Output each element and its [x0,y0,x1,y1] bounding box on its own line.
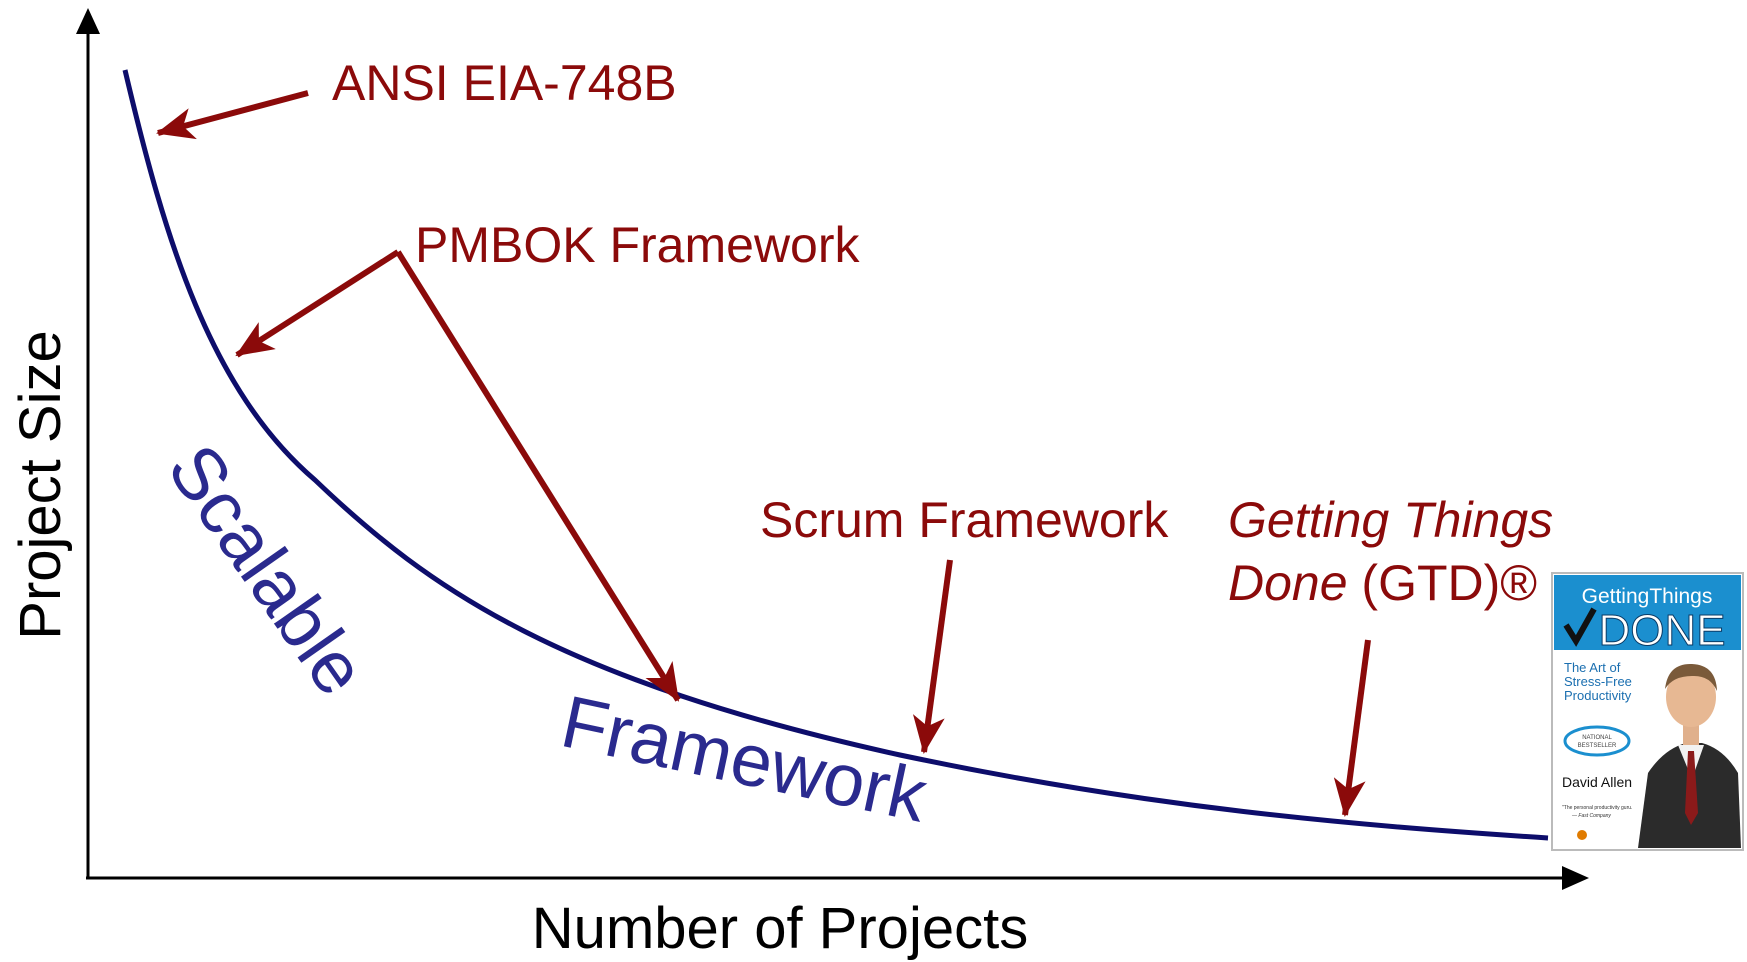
book-check-mark-icon [1563,607,1597,647]
annotation-gtd-line2: Done (GTD)® [1228,555,1537,611]
book-subtitle-3: Productivity [1564,688,1632,703]
annotation-gtd-line1: Getting Things [1228,492,1553,548]
book-quote-source: — Fast Company [1571,813,1611,819]
curve-word-scalable: Scalable [152,430,383,710]
arrow-ansi [156,90,309,140]
book-author: David Allen [1562,774,1632,790]
framework-curve [122,69,1549,841]
book-quote: "The personal productivity guru." [1562,805,1634,811]
annotation-scrum: Scrum Framework [760,492,1169,548]
annotation-pmbok: PMBOK Framework [415,217,861,273]
arrow-gtd [1333,639,1371,817]
book-subtitle-2: Stress-Free [1564,674,1632,689]
arrow-pmbok-1 [235,249,400,358]
annotation-gtd-rest: (GTD)® [1348,555,1538,611]
book-subtitle-1: The Art of [1564,660,1621,675]
book-badge-2: BESTSELLER [1578,743,1617,749]
book-badge-1: NATIONAL [1582,735,1612,741]
y-axis-arrowhead [76,8,100,34]
arrow-scrum [912,559,953,754]
gtd-book-cover: GettingThings DONE The Art of Stress-Fre… [1551,572,1744,851]
book-title-big: DONE [1598,606,1725,655]
book-header [1554,575,1741,650]
x-axis-label: Number of Projects [532,896,1028,961]
book-badge [1563,725,1631,757]
book-title-top: GettingThings [1582,585,1713,608]
curve-word-framework: Framework [555,679,935,837]
arrow-pmbok-2 [395,250,681,702]
axes [76,8,1589,890]
x-axis-arrowhead [1562,866,1589,890]
y-axis-label: Project Size [8,330,73,639]
book-publisher-logo-icon [1577,830,1587,840]
annotation-ansi: ANSI EIA-748B [332,55,677,111]
annotation-gtd-done: Done [1228,555,1348,611]
book-author-photo [1632,653,1741,848]
